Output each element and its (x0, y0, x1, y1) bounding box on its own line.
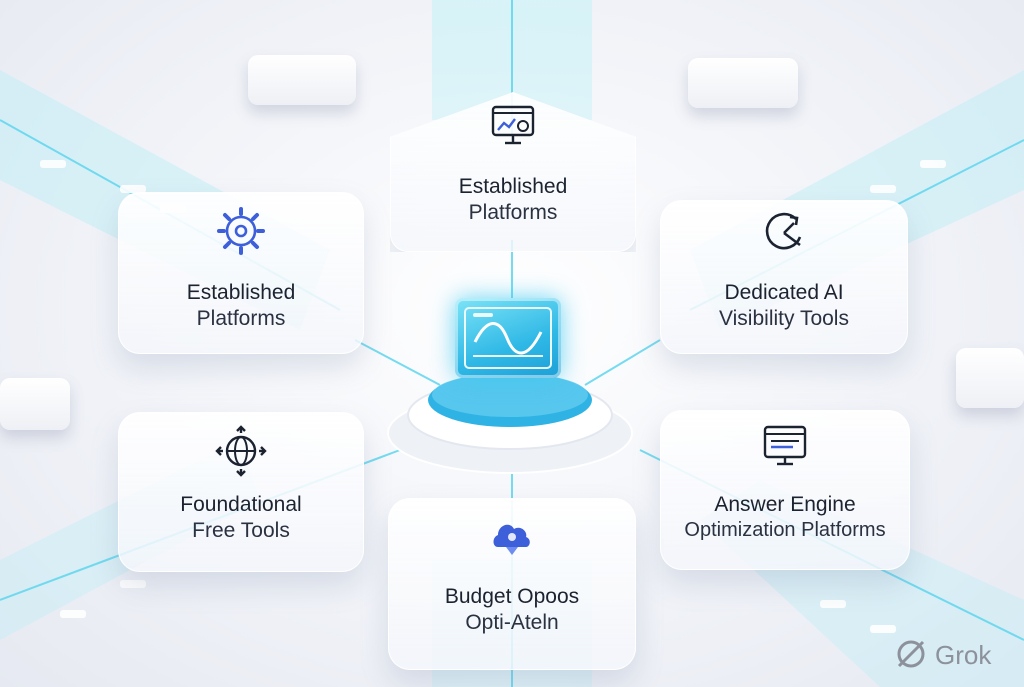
globe-network-icon (215, 425, 267, 477)
hub-pedestal (387, 373, 633, 474)
node-subtitle: Free Tools (192, 519, 290, 542)
grok-logo-icon (897, 640, 925, 668)
node-title: Established (458, 175, 568, 198)
brand-name: Grok (935, 640, 992, 670)
browser-window-icon (763, 425, 807, 466)
hub-screen (455, 298, 561, 378)
node-card-right: Dedicated AI Visibility Tools (660, 200, 908, 354)
decor-block (248, 55, 356, 105)
decor-block (0, 378, 70, 430)
node-card-bottom: Budget Opoos Opti-Ateln (388, 498, 636, 670)
node-title: Answer Engine (714, 493, 856, 516)
wave-screen-icon (464, 307, 552, 369)
node-card-bottom-left: Foundational Free Tools (118, 412, 364, 572)
gear-icon (217, 207, 265, 255)
node-card-left: Established Platforms (118, 192, 364, 354)
node-subtitle: Visibility Tools (719, 307, 849, 330)
node-title: Established (186, 281, 296, 304)
decor-block (956, 348, 1024, 408)
decor-block (688, 58, 798, 108)
monitor-chart-icon (491, 105, 535, 145)
brand-watermark: Grok (893, 636, 991, 672)
node-subtitle: Platforms (196, 307, 286, 330)
node-title: Budget Opoos (444, 585, 580, 608)
circular-arrow-icon (765, 212, 802, 250)
node-subtitle: Opti-Ateln (465, 611, 559, 634)
node-card-bottom-right: Answer Engine Optimization Platforms (660, 410, 910, 570)
node-title: Dedicated AI (724, 281, 844, 304)
node-subtitle: Platforms (468, 201, 558, 224)
node-subtitle: Optimization Platforms (684, 519, 886, 541)
node-title: Foundational (180, 493, 302, 516)
cloud-shield-icon (493, 524, 530, 555)
